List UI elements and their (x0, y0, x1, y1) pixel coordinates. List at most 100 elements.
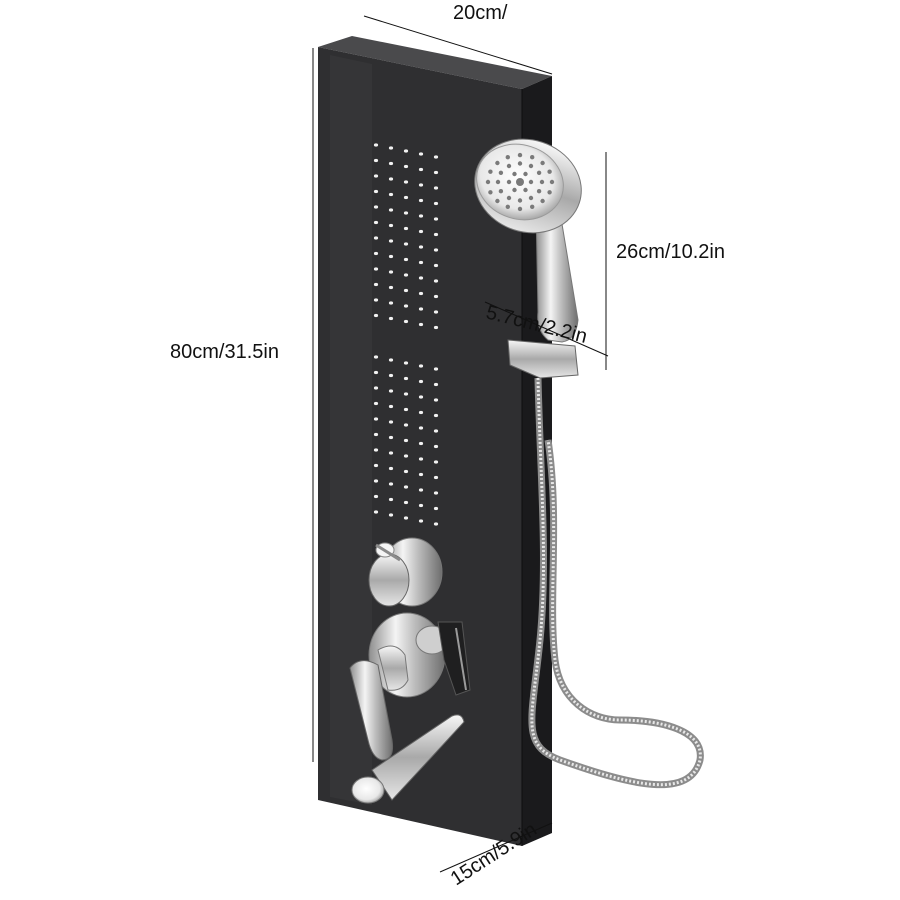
nozzle-dot (388, 208, 394, 212)
head-hole (517, 206, 523, 212)
head-hole (506, 195, 512, 201)
head-hole (536, 189, 542, 194)
nozzle-dot (403, 288, 409, 293)
head-hole (506, 163, 512, 169)
nozzle-dot (373, 370, 379, 375)
nozzle-dot (433, 155, 439, 159)
nozzle-dot (418, 260, 424, 265)
head-hole (488, 169, 493, 174)
nozzle-dot (433, 186, 439, 190)
head-hole (536, 170, 542, 175)
nozzle-dot (418, 152, 424, 156)
head-hole (495, 179, 501, 185)
thermostat-knob[interactable] (368, 537, 443, 607)
nozzle-dot (433, 217, 439, 221)
head-hole (530, 155, 535, 160)
nozzle-dot (433, 398, 439, 402)
head-hole (539, 179, 545, 185)
nozzle-dot (418, 322, 424, 327)
nozzle-dot (433, 310, 439, 314)
head-hole (512, 171, 517, 177)
nozzle-dot (388, 192, 394, 197)
head-hole (523, 171, 528, 177)
nozzle-dot (388, 373, 394, 378)
lever-icon[interactable] (349, 660, 393, 761)
nozzle-dot (388, 497, 394, 502)
nozzle-dot (373, 205, 379, 209)
nozzle-dot (388, 389, 394, 393)
nozzle-dot (373, 401, 379, 406)
nozzle-dot (418, 183, 424, 187)
nozzle-dot (388, 466, 394, 471)
handshower[interactable] (462, 126, 593, 379)
nozzle-dot (433, 170, 439, 175)
nozzle-dot (403, 500, 409, 505)
nozzle-dot (418, 441, 424, 446)
head-hole (540, 198, 545, 204)
nozzle-dot (373, 463, 379, 468)
head-hole (498, 189, 504, 194)
nozzle-dot (433, 522, 439, 526)
nozzle-dot (403, 485, 409, 489)
nozzle-dot (403, 226, 409, 231)
head-hole (549, 179, 555, 185)
head-hole (540, 160, 545, 166)
nozzle-dot (388, 146, 394, 150)
nozzle-dot (433, 232, 439, 237)
head-hole (488, 190, 493, 195)
head-hole (547, 190, 552, 195)
nozzle-dot (418, 488, 424, 492)
nozzle-dot (388, 482, 394, 486)
head-hole (495, 160, 500, 166)
nozzle-dot (403, 423, 409, 427)
nozzle-dot (403, 516, 409, 520)
nozzle-dot (403, 273, 409, 277)
nozzle-dot (418, 214, 424, 218)
nozzle-dot (433, 263, 439, 268)
hose-icon (528, 377, 704, 789)
nozzle-dot (373, 236, 379, 240)
nozzle-dot (388, 270, 394, 274)
nozzle-dot (433, 506, 439, 511)
nozzle-dot (388, 239, 394, 243)
nozzle-dot (388, 404, 394, 409)
nozzle-dot (418, 426, 424, 430)
nozzle-dot (403, 469, 409, 474)
nozzle-dot (373, 158, 379, 163)
nozzle-dot (373, 355, 379, 359)
nozzle-dot (433, 325, 439, 330)
nozzle-dot (373, 251, 379, 256)
nozzle-dot (388, 435, 394, 440)
nozzle-dot (433, 367, 439, 371)
nozzle-dot (373, 432, 379, 437)
nozzle-dot (403, 392, 409, 396)
dim-handshower-label: 26cm/10.2in (616, 241, 725, 263)
nozzle-dot (373, 386, 379, 390)
nozzle-dot (418, 379, 424, 384)
nozzle-dot (388, 177, 394, 181)
diverter-valve[interactable] (349, 612, 471, 761)
spout[interactable] (351, 714, 465, 804)
nozzle-dot (388, 513, 394, 517)
nozzle-dot (388, 316, 394, 321)
head-hole (517, 198, 523, 203)
head-hole (516, 178, 524, 186)
nozzle-dot (418, 229, 424, 234)
head-hole (498, 170, 504, 175)
dim-width-label: 20cm/ (453, 2, 508, 24)
nozzle-dot (373, 510, 379, 514)
nozzle-dot (433, 460, 439, 464)
spout-icon (351, 776, 385, 804)
nozzle-dot (373, 189, 379, 194)
nozzle-dot (433, 444, 439, 449)
nozzle-dot (403, 304, 409, 308)
head-hole (495, 198, 500, 204)
nozzle-dot (403, 361, 409, 365)
nozzle-dot (373, 143, 379, 147)
head-hole (530, 204, 535, 209)
nozzle-dot (373, 479, 379, 483)
nozzle-dot (418, 519, 424, 523)
nozzle-dot (433, 475, 439, 480)
nozzle-dot (373, 313, 379, 318)
